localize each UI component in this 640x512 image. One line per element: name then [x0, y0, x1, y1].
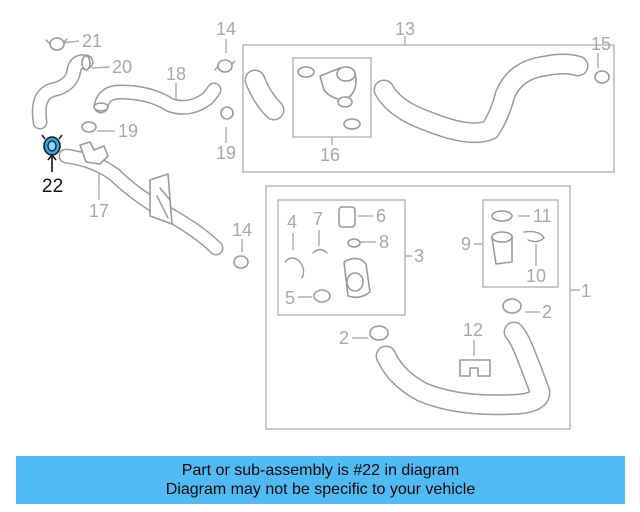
- part-3-flange: [343, 257, 371, 299]
- part-14-clamp: [214, 59, 236, 73]
- label-part-20: 20: [112, 57, 132, 77]
- part-12-bracket: [459, 359, 491, 377]
- part-6-sensor: [338, 206, 356, 228]
- part-22-clamp-highlighted: [41, 134, 63, 172]
- part-18-hose: [93, 82, 222, 115]
- label-part-7: 7: [313, 209, 323, 229]
- label-part-12: 12: [463, 320, 483, 340]
- part-19-clamp: [220, 106, 234, 120]
- banner-line-2: Diagram may not be specific to your vehi…: [165, 481, 476, 498]
- part-20-hose: [31, 54, 94, 130]
- part-17-pipe: [58, 141, 224, 256]
- label-part-8: 8: [379, 232, 389, 252]
- label-part-2: 2: [542, 302, 552, 322]
- label-part-4: 4: [287, 212, 297, 232]
- label-part-9: 9: [461, 234, 471, 254]
- label-part-6: 6: [376, 206, 386, 226]
- part-7-clip: [312, 248, 328, 254]
- part-10-clip: [523, 230, 545, 243]
- label-part-17: 17: [89, 201, 109, 221]
- assembly-box-3: [277, 199, 406, 316]
- part-5-seal: [313, 289, 331, 303]
- parts-diagram: 1 2 2 3 4 5 6 7 8 9 10 11 12 13 14 14 15…: [31, 19, 615, 430]
- label-part-14: 14: [232, 220, 252, 240]
- leader-lines: [61, 36, 599, 356]
- part-14-clamp: [233, 255, 249, 269]
- assembly-box-1: [265, 185, 571, 430]
- assembly-box-13: [242, 44, 615, 173]
- part-15-clamp: [594, 70, 610, 84]
- label-part-3: 3: [414, 246, 424, 266]
- info-banner: Part or sub-assembly is #22 in diagram D…: [16, 456, 625, 504]
- label-part-11: 11: [533, 206, 552, 226]
- part-4-bracket: [284, 257, 305, 279]
- label-part-18: 18: [166, 64, 186, 84]
- part-13-hose: [373, 53, 589, 144]
- banner-line-1: Part or sub-assembly is #22 in diagram: [181, 462, 460, 479]
- part-8-seal: [347, 238, 361, 248]
- part-labels: 1 2 2 3 4 5 6 7 8 9 10 11 12 13 14 14 15…: [42, 19, 611, 348]
- label-part-21: 21: [82, 31, 102, 51]
- label-part-15: 15: [591, 34, 611, 54]
- part-2-clamp: [502, 298, 522, 314]
- label-part-5: 5: [285, 288, 295, 308]
- label-part-2: 2: [339, 328, 349, 348]
- label-part-19: 19: [216, 143, 236, 163]
- part-2-clamp: [369, 325, 389, 341]
- label-part-16: 16: [320, 145, 340, 165]
- part-9-connector: [491, 231, 513, 265]
- label-part-10: 10: [526, 266, 546, 286]
- label-part-1: 1: [581, 281, 591, 301]
- part-13-small-hose: [244, 69, 285, 121]
- part-21-clamp: [45, 37, 68, 51]
- label-part-13: 13: [395, 19, 415, 39]
- part-11-seal: [491, 210, 513, 222]
- label-part-22: 22: [42, 176, 63, 197]
- part-19-clamp: [81, 121, 97, 133]
- part-16-thermostat-housing: [297, 66, 361, 130]
- label-part-19: 19: [118, 121, 138, 141]
- label-part-14: 14: [216, 19, 236, 39]
- part-1-hose: [375, 321, 551, 416]
